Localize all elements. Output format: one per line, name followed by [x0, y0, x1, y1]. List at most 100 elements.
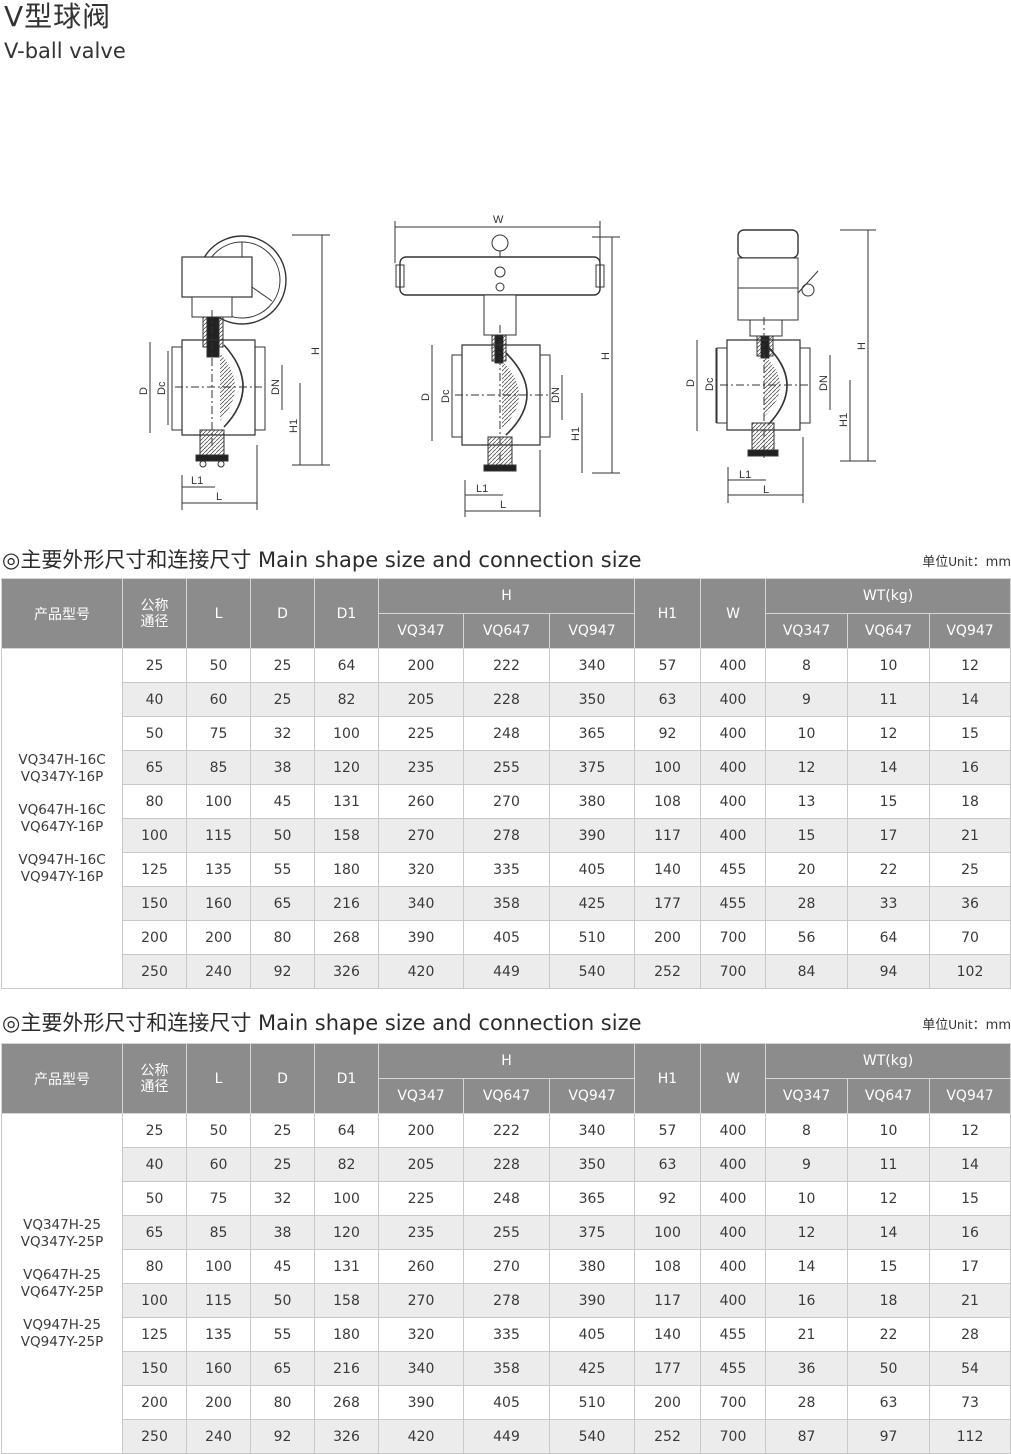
table-cell: 11 [847, 682, 930, 717]
table-cell: 390 [378, 920, 464, 955]
dim-label-l1: L1 [191, 475, 203, 487]
table-cell: 455 [700, 1317, 766, 1352]
table-cell: 200 [634, 920, 701, 955]
section-heading-2: ◎主要外形尺寸和连接尺寸 Main shape size and connect… [0, 1010, 1011, 1036]
model-name: VQ947Y-25P [20, 1333, 104, 1350]
table-cell: 28 [928, 1317, 1011, 1352]
dim-label-dn: DN [550, 387, 562, 403]
dim-label-h: H [856, 342, 868, 350]
table-cell: 135 [186, 1317, 251, 1352]
table-cell: 400 [700, 1249, 766, 1284]
table-cell: 80 [250, 920, 315, 955]
table-cell: 25 [122, 648, 187, 683]
table-cell: 12 [765, 750, 848, 785]
table-cell: 350 [549, 1147, 635, 1182]
table-cell: 228 [463, 1147, 550, 1182]
table-cell: 38 [250, 750, 315, 785]
table-cell: 405 [463, 920, 550, 955]
valve-drawings: D Dc DN H1 H L1 L W D Dc DN H1 H L1 L D … [138, 214, 876, 517]
table-cell: 108 [634, 784, 701, 819]
table-cell: 12 [928, 1113, 1011, 1148]
table-cell: 248 [463, 1181, 550, 1216]
table-cell: 40 [122, 1147, 187, 1182]
model-name: VQ647H-16C [18, 801, 106, 818]
header-wt: WT(kg) [764, 1043, 1011, 1079]
table-cell: 100 [314, 716, 379, 751]
table-cell: 33 [847, 886, 930, 921]
header-d: D [250, 578, 315, 649]
table-cell: 358 [463, 886, 550, 921]
dimension-table-2: 产品型号 公称通径 L D D1 H H1 W WT(kg) VQ347 VQ6… [1, 1043, 1011, 1454]
dim-label-d: D [685, 379, 697, 387]
table-cell: 15 [928, 1181, 1011, 1216]
table-cell: 11 [847, 1147, 930, 1182]
header-wt-sub: VQ347 [765, 1078, 848, 1114]
table-cell: 240 [186, 954, 251, 989]
table-cell: 158 [314, 818, 379, 853]
dim-label-l: L [763, 484, 769, 496]
table-cell: 390 [378, 1385, 464, 1420]
table-cell: 255 [463, 1215, 550, 1250]
table-cell: 65 [122, 1215, 187, 1250]
table-cell: 75 [186, 1181, 251, 1216]
table-cell: 21 [928, 818, 1011, 853]
table-cell: 40 [122, 682, 187, 717]
page-title-en: V-ball valve [4, 39, 126, 63]
dimension-table-1: 产品型号 公称通径 L D D1 H H1 W WT(kg) VQ347 VQ6… [1, 578, 1011, 989]
table-cell: 63 [634, 682, 701, 717]
table-cell: 180 [314, 1317, 379, 1352]
header-dn: 公称通径 [122, 1043, 187, 1114]
table-cell: 425 [549, 886, 635, 921]
table-cell: 455 [700, 886, 766, 921]
model-name: VQ647H-25 [23, 1266, 101, 1283]
table-cell: 17 [847, 818, 930, 853]
table-cell: 700 [700, 954, 766, 989]
table-cell: 400 [700, 750, 766, 785]
table-cell: 12 [847, 716, 930, 751]
table-cell: 102 [928, 954, 1011, 989]
table-cell: 270 [378, 818, 464, 853]
table-cell: 15 [847, 784, 930, 819]
model-name: VQ647Y-16P [20, 818, 104, 835]
table-cell: 200 [378, 648, 464, 683]
header-w: W [700, 578, 766, 649]
table-cell: 140 [634, 852, 701, 887]
table-cell: 32 [250, 1181, 315, 1216]
page-title-cn: V型球阀 [4, 0, 112, 33]
table-cell: 200 [122, 920, 187, 955]
table-cell: 390 [549, 818, 635, 853]
dim-label-h: H [310, 347, 322, 355]
table-cell: 400 [700, 784, 766, 819]
dim-label-d: D [420, 393, 432, 401]
table-cell: 80 [250, 1385, 315, 1420]
table-cell: 92 [634, 1181, 701, 1216]
table-cell: 235 [378, 750, 464, 785]
table-cell: 420 [378, 1419, 464, 1454]
header-l: L [186, 578, 251, 649]
table-cell: 260 [378, 1249, 464, 1284]
table-cell: 97 [847, 1419, 930, 1454]
table-cell: 225 [378, 716, 464, 751]
table-cell: 9 [765, 1147, 848, 1182]
table-cell: 326 [314, 1419, 379, 1454]
header-wt-sub: VQ947 [928, 613, 1011, 649]
table-cell: 400 [700, 1215, 766, 1250]
table-cell: 400 [700, 716, 766, 751]
table-cell: 45 [250, 1249, 315, 1284]
table-cell: 115 [186, 1283, 251, 1318]
table-cell: 160 [186, 1351, 251, 1386]
table-cell: 120 [314, 750, 379, 785]
table-cell: 25 [928, 852, 1011, 887]
header-wt: WT(kg) [764, 578, 1011, 614]
table-cell: 50 [122, 716, 187, 751]
table-cell: 400 [700, 1147, 766, 1182]
header-h1: H1 [634, 578, 701, 649]
table-cell: 8 [765, 648, 848, 683]
table-cell: 60 [186, 682, 251, 717]
table-cell: 117 [634, 1283, 701, 1318]
table-cell: 45 [250, 784, 315, 819]
header-l: L [186, 1043, 251, 1114]
table-cell: 92 [634, 716, 701, 751]
